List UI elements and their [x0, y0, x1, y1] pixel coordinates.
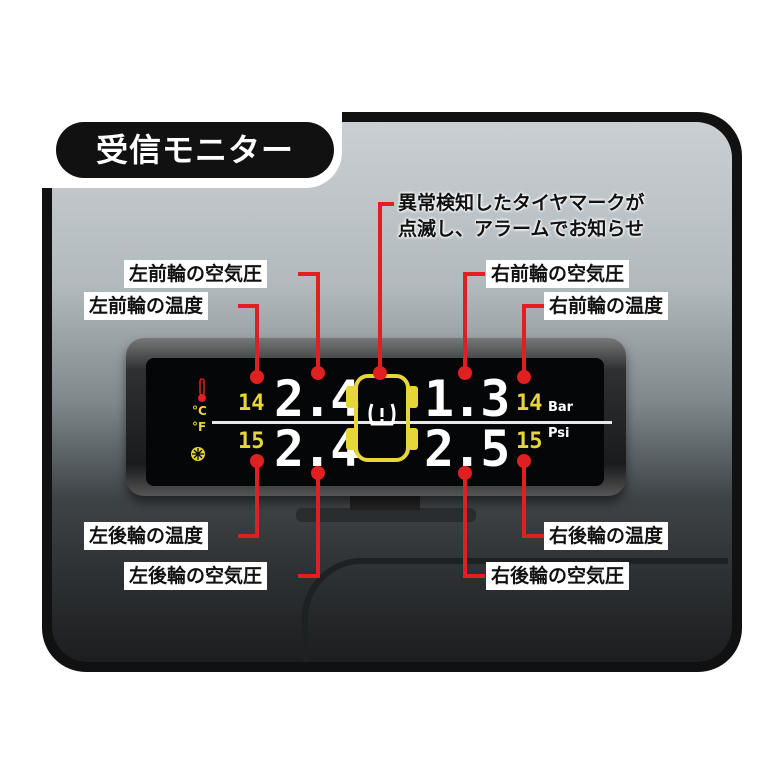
fl-temp-value: 14	[238, 391, 265, 416]
rr-pressure-value: 2.5	[424, 420, 510, 478]
fr-pressure-value: 1.3	[424, 370, 510, 428]
marker-dot-fr-pressure	[458, 366, 472, 380]
marker-line-fr-temp	[522, 304, 526, 376]
rl-temp-value: 15	[238, 429, 265, 454]
callout-fl-temp: 左前輪の温度	[84, 292, 209, 320]
tire-fr-icon	[408, 386, 418, 408]
marker-line-rr-temp-h	[522, 534, 544, 538]
marker-line-rr-pressure	[463, 472, 467, 578]
tire-rr-icon	[408, 428, 418, 450]
callout-fl-pressure: 左前輪の空気圧	[124, 260, 268, 288]
thermometer-icon	[196, 378, 208, 408]
callout-rl-pressure: 左後輪の空気圧	[124, 562, 268, 590]
marker-dot-fr-temp	[517, 370, 531, 384]
tire-fl-icon	[346, 386, 356, 408]
marker-line-fl-temp-h	[238, 304, 259, 308]
marker-line-tire-h	[378, 202, 394, 206]
unit-bar: Bar	[548, 400, 574, 415]
callout-rr-pressure: 右後輪の空気圧	[486, 562, 630, 590]
marker-dot-tire	[373, 366, 387, 380]
marker-line-rl-temp	[255, 460, 259, 538]
rl-pressure-value: 2.4	[274, 420, 360, 478]
marker-line-tire	[378, 204, 382, 374]
tire-pressure-warning-icon	[366, 400, 398, 434]
marker-line-rr-pressure-h	[463, 574, 485, 578]
lcd-divider	[212, 421, 612, 424]
page-title: 受信モニター	[56, 122, 334, 178]
callout-rr-temp: 右後輪の温度	[544, 522, 669, 550]
dashboard-contour	[302, 558, 728, 662]
monitor-mount-foot	[296, 508, 476, 522]
callout-fr-pressure: 右前輪の空気圧	[486, 260, 630, 288]
marker-line-fr-pressure-h	[463, 272, 485, 276]
marker-line-rl-temp-h	[238, 534, 259, 538]
callout-tire-mark-line1: 異常検知したタイヤマークが	[398, 192, 645, 214]
marker-line-fl-temp	[255, 304, 259, 376]
tire-rl-icon	[346, 428, 356, 450]
marker-dot-fl-temp	[250, 370, 264, 384]
fl-pressure-value: 2.4	[274, 370, 360, 428]
callout-fr-temp: 右前輪の温度	[544, 292, 669, 320]
marker-dot-fl-pressure	[311, 366, 325, 380]
fr-temp-value: 14	[516, 391, 543, 416]
marker-line-fr-pressure	[463, 272, 467, 372]
callout-tire-mark-line2: 点滅し、アラームでお知らせ	[398, 218, 645, 240]
callout-rl-temp: 左後輪の温度	[84, 522, 209, 550]
rr-temp-value: 15	[516, 429, 543, 454]
marker-line-fr-temp-h	[522, 304, 544, 308]
marker-line-rl-pressure-h	[298, 574, 320, 578]
marker-line-rr-temp	[522, 460, 526, 538]
unit-fahrenheit: °F	[192, 420, 207, 434]
marker-line-rl-pressure	[316, 472, 320, 578]
unit-psi: Psi	[548, 426, 570, 441]
unit-celsius: °C	[192, 404, 207, 418]
marker-line-fl-pressure	[316, 272, 320, 372]
snowflake-icon	[190, 446, 206, 466]
marker-line-fl-pressure-h	[298, 272, 320, 276]
